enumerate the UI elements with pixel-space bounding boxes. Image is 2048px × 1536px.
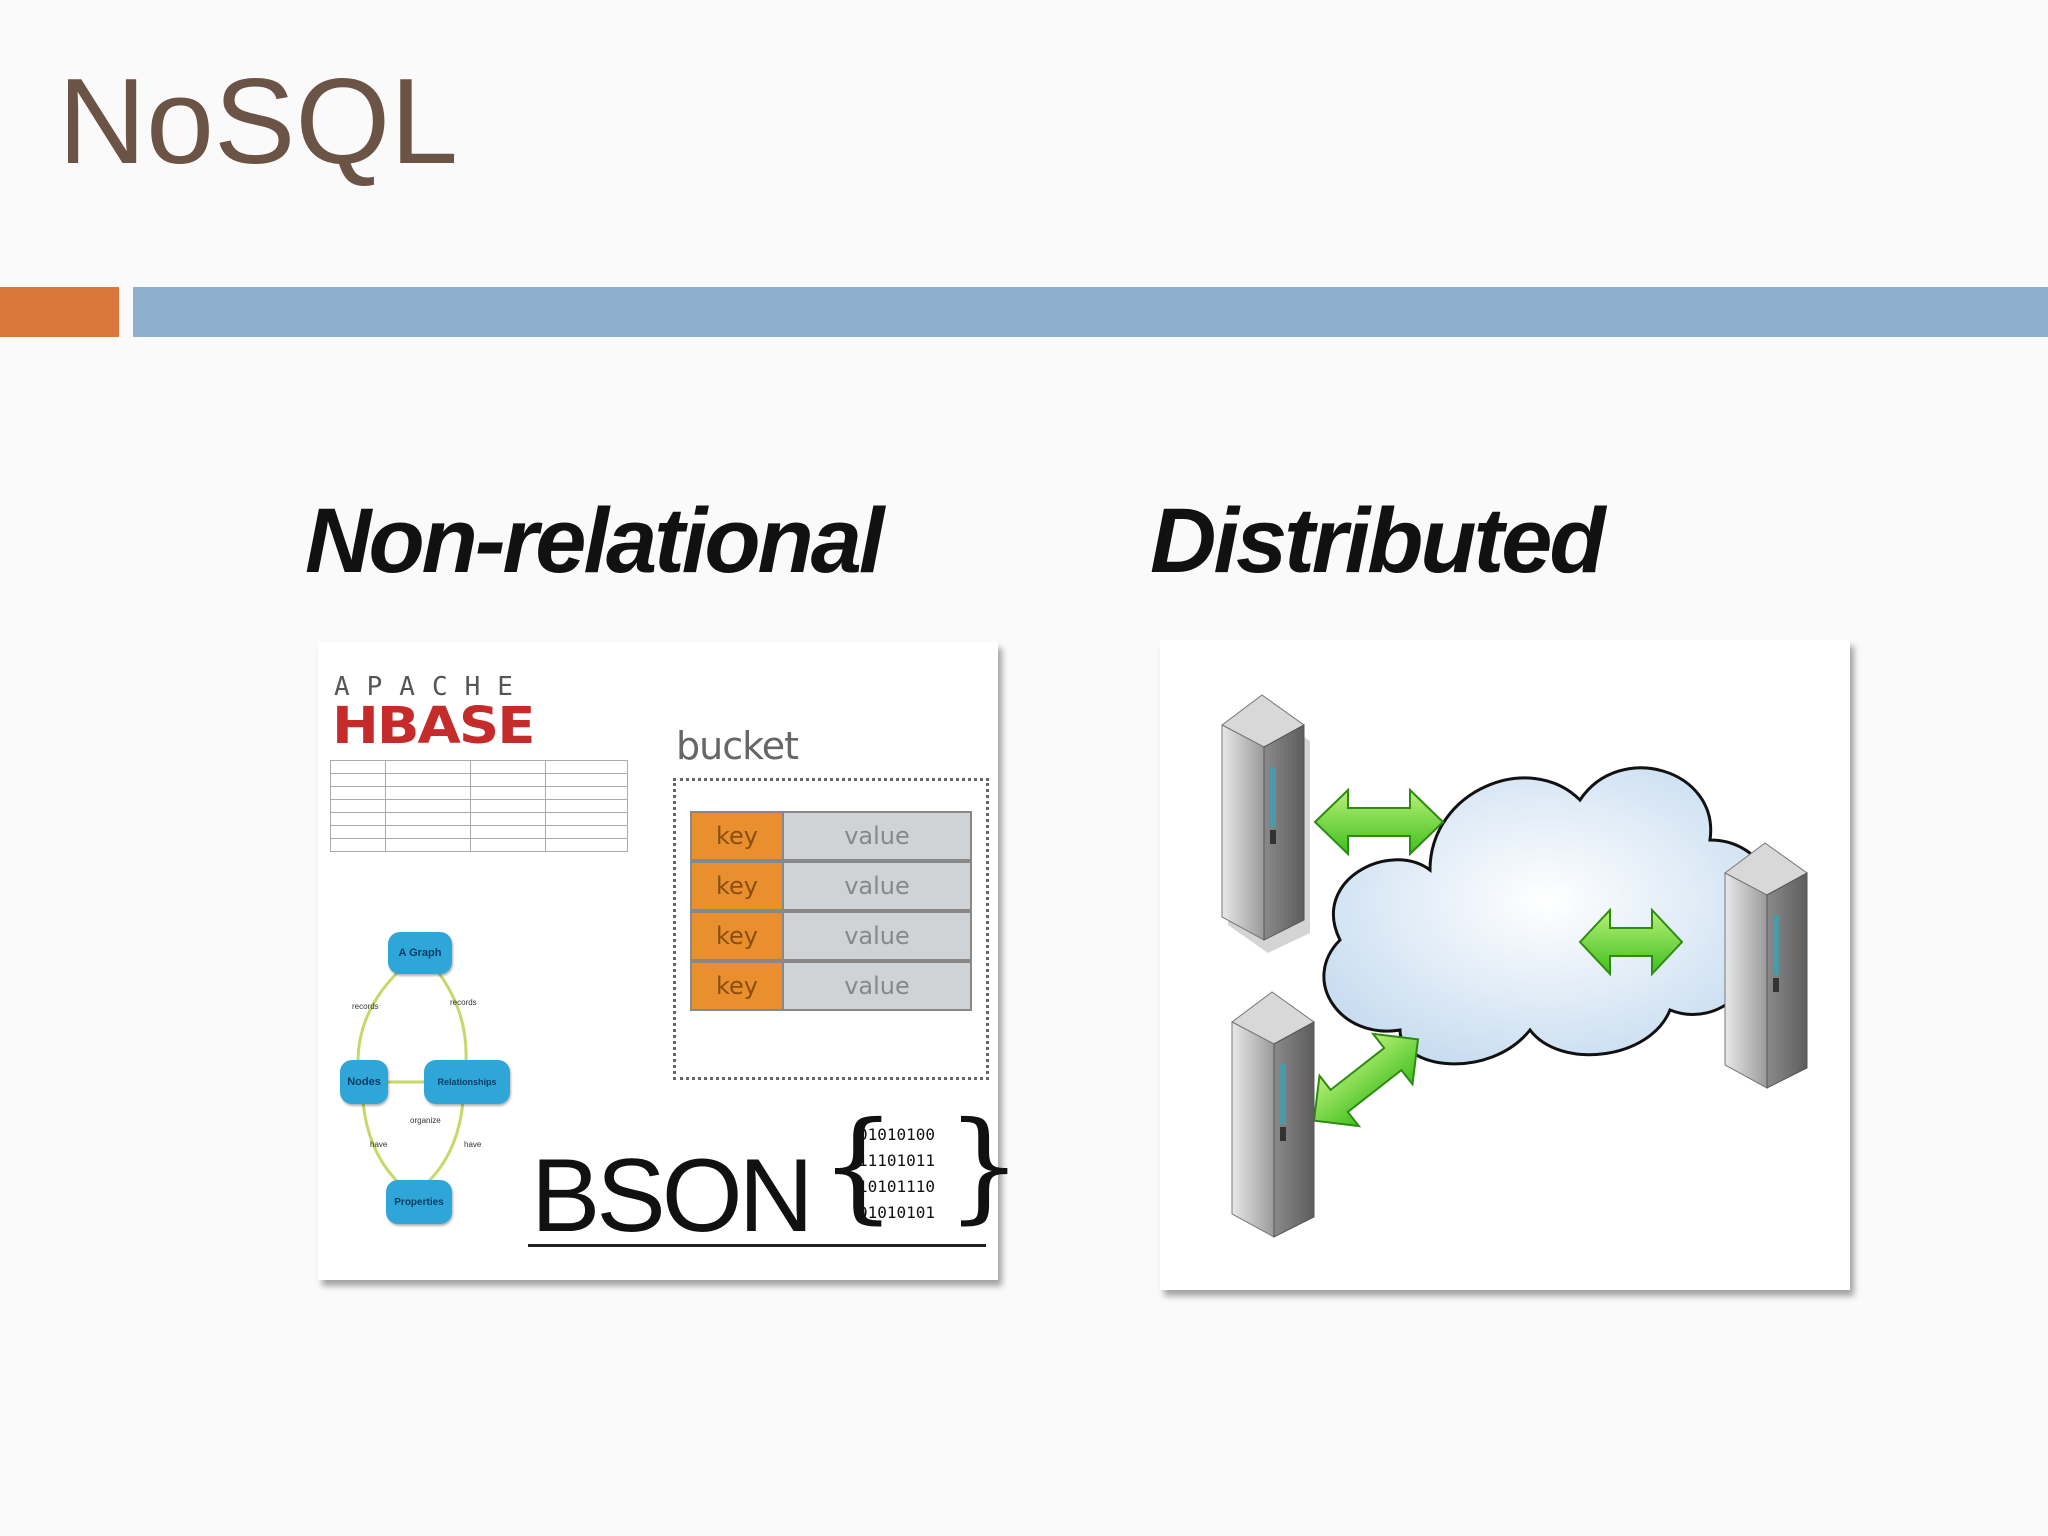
graph-node: A Graph [388, 932, 452, 974]
kv-key: key [692, 863, 784, 909]
kv-key: key [692, 913, 784, 959]
kv-row: key value [690, 961, 972, 1011]
bson-bit-row: 01010100 [858, 1125, 936, 1144]
table-row [330, 838, 628, 852]
bson-bit-row: 10101110 [858, 1177, 936, 1196]
non-relational-heading: Non-relational [305, 490, 884, 592]
apache-label: APACHE [334, 672, 530, 702]
kv-row: key value [690, 811, 972, 861]
bson-bit-row: 11101011 [858, 1151, 936, 1170]
non-relational-image: APACHE HBASE bucket key value key value … [318, 642, 1022, 1280]
graph-node: Nodes [340, 1060, 388, 1104]
kv-value: value [784, 913, 970, 959]
right-brace-icon: } [946, 1097, 1023, 1236]
graph-edge [426, 1101, 465, 1184]
slide-title: NoSQL [58, 53, 459, 189]
distributed-diagram [1221, 694, 1808, 1238]
bidirectional-arrow-icon [1313, 787, 1445, 857]
graph-edge-label: records [352, 1002, 379, 1011]
bucket-box: key value key value key value key value [673, 778, 989, 1080]
kv-key: key [692, 813, 784, 859]
graph-edge [361, 1101, 400, 1184]
kv-value: value [784, 813, 970, 859]
bidirectional-arrow-icon [1312, 1032, 1420, 1128]
table-row [330, 825, 628, 839]
bson-label: BSON [531, 1144, 810, 1250]
kv-value: value [784, 963, 970, 1009]
distributed-image [1160, 640, 1850, 1290]
bson-bit-row: 01010101 [858, 1203, 936, 1222]
graph-node: Relationships [424, 1060, 510, 1104]
server-icon [1231, 991, 1315, 1238]
graph-edge [356, 970, 400, 1063]
kv-key: key [692, 963, 784, 1009]
accent-bar-blue [133, 287, 2048, 337]
graph-edge-label: records [450, 998, 477, 1007]
table-row [330, 812, 628, 826]
hbase-table [330, 760, 628, 852]
graph-edge [436, 971, 468, 1063]
kv-row: key value [690, 861, 972, 911]
graph-node: Properties [386, 1180, 452, 1224]
kv-value: value [784, 863, 970, 909]
server-icon [1221, 694, 1310, 953]
graph-edges [356, 970, 468, 1184]
server-icon [1724, 842, 1808, 1089]
accent-bar-orange [0, 287, 119, 337]
graph-edge-label: organize [410, 1116, 441, 1125]
left-brace-icon: { [820, 1097, 897, 1236]
bson-underline [528, 1244, 986, 1247]
bidirectional-arrow-icon [1578, 907, 1684, 977]
table-row [330, 799, 628, 813]
table-row [330, 786, 628, 800]
bson-bits: 01010100 11101011 10101110 01010101 [858, 1122, 935, 1226]
bucket-label: bucket [676, 724, 799, 768]
graph-edge-label: have [464, 1140, 482, 1149]
distributed-heading: Distributed [1150, 490, 1606, 592]
graph-edge-label: have [370, 1140, 388, 1149]
kv-row: key value [690, 911, 972, 961]
hbase-logo: HBASE [332, 697, 535, 756]
